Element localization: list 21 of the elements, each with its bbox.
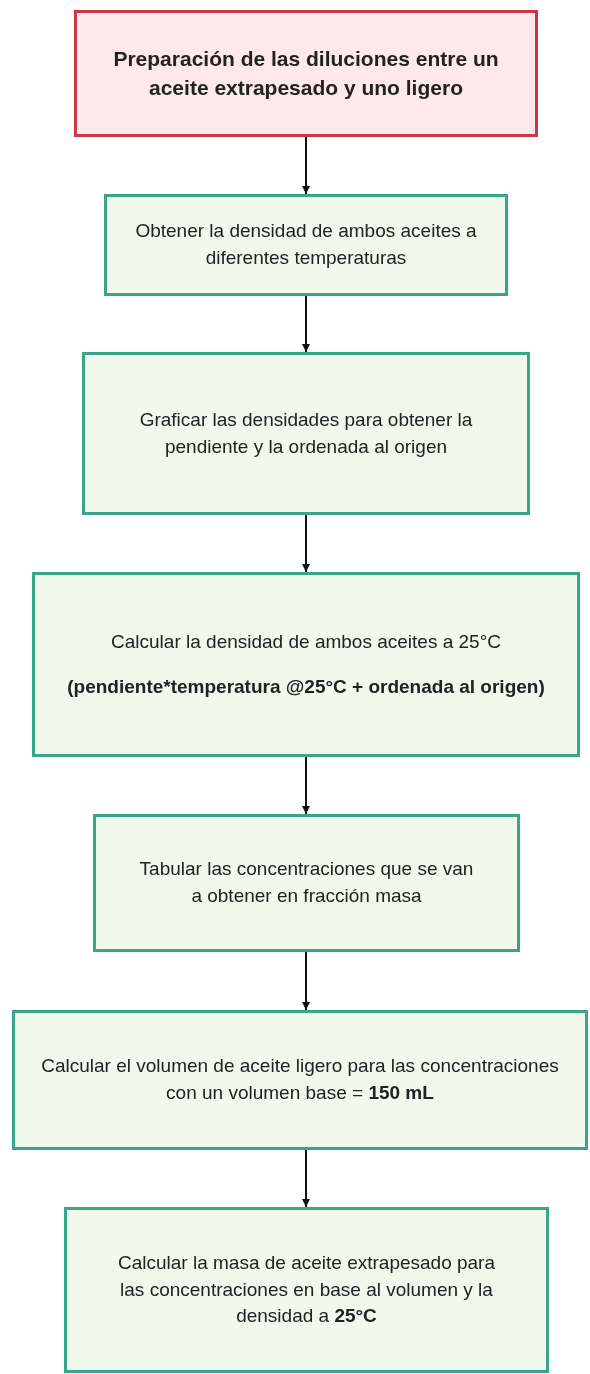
process-box [93,814,520,952]
arrow [302,1149,310,1208]
process-box [104,194,508,296]
arrow [302,295,310,353]
step-text: Calcular la densidad de ambos aceites a 25°C [111,629,501,654]
step-text: Calcular la masa de aceite extrapesado para las concentraciones en base al volumen y la densidad a 25°C [116,1251,497,1329]
arrow [302,756,310,815]
process-box [12,1010,588,1150]
step-text: Preparación de las diluciones entre un aceite extrapesado y uno ligero [113,46,499,101]
step-text: Calcular el volumen de aceite ligero para las concentraciones con un volumen base = 150 mL [40,1054,560,1105]
arrow [302,514,310,573]
step-text: Graficar las densidades para obtener la pendiente y la ordenada al origen [138,407,474,459]
formula-text: (pendiente*temperatura @25°C + ordenada al origen) [67,674,545,699]
arrow [302,951,310,1011]
step-text: Obtener la densidad de ambos aceites a diferentes temperaturas [134,219,478,270]
arrow [302,136,310,195]
process-box [64,1207,549,1373]
process-box [32,572,580,757]
process-box [82,352,530,515]
step-text: Tabular las concentraciones que se van a obtener en fracción masa [138,857,475,908]
start-box [74,10,538,137]
